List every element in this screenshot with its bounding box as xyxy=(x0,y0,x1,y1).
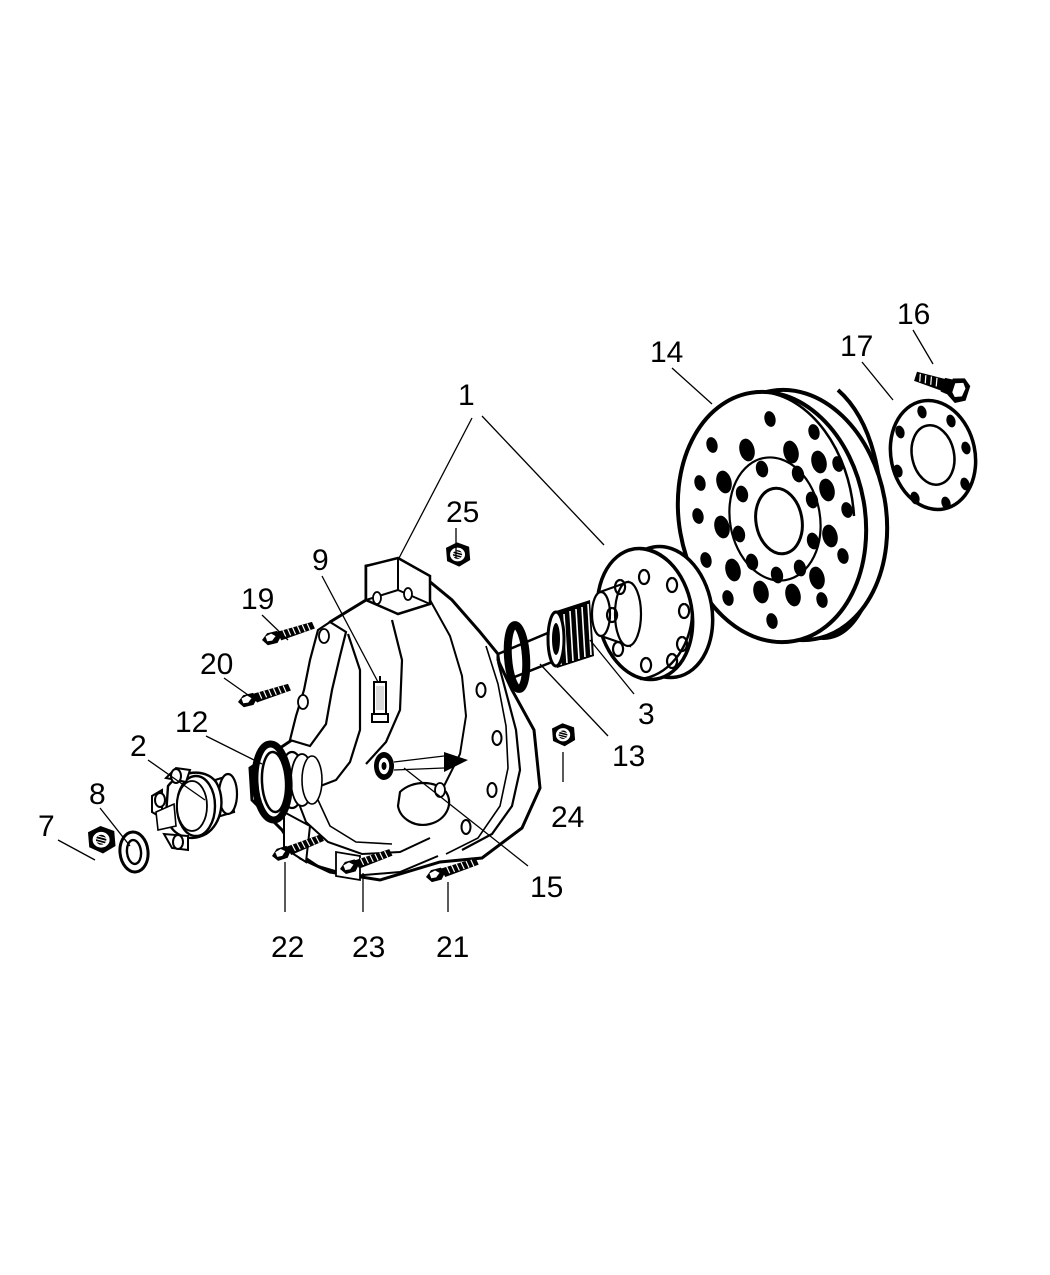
leader-line-3 xyxy=(589,639,635,695)
callout-label-8: 8 xyxy=(89,778,106,811)
leader-line-12 xyxy=(205,735,263,765)
leader-line-9 xyxy=(321,575,379,683)
callout-label-14: 14 xyxy=(650,336,684,369)
callout-label-1: 1 xyxy=(458,379,475,412)
part-o-ring-seal xyxy=(503,621,531,693)
part-fill-plug xyxy=(374,752,468,780)
callout-label-20: 20 xyxy=(200,648,234,681)
callout-label-9: 9 xyxy=(312,544,329,577)
part-oil-seal xyxy=(251,740,293,824)
leader-line-8 xyxy=(99,807,131,847)
leader-line-7 xyxy=(57,839,96,861)
callout-label-7: 7 xyxy=(38,810,55,843)
callout-label-19: 19 xyxy=(241,583,275,616)
callout-label-21: 21 xyxy=(436,931,470,964)
leader-line-15 xyxy=(403,767,529,867)
part-bolt-drum-retainer xyxy=(914,371,971,404)
callout-label-12: 12 xyxy=(175,706,209,739)
leader-line-17 xyxy=(861,361,894,401)
callout-label-15: 15 xyxy=(530,871,564,904)
callout-label-23: 23 xyxy=(352,931,386,964)
leader-line-13 xyxy=(539,663,609,737)
callout-label-2: 2 xyxy=(130,730,147,763)
bearing-collar xyxy=(546,600,594,668)
leader-line-14 xyxy=(671,367,713,405)
callout-label-22: 22 xyxy=(271,931,305,964)
leader-line-1-2 xyxy=(481,415,605,546)
part-yoke-flange xyxy=(151,766,239,852)
callout-label-17: 17 xyxy=(840,330,874,363)
part-vent-breather xyxy=(371,676,389,723)
part-hub-adapter-plate xyxy=(888,398,978,512)
callout-label-3: 3 xyxy=(638,698,655,731)
leader-line-16 xyxy=(912,329,934,365)
part-brake-drum xyxy=(675,387,890,645)
callout-label-13: 13 xyxy=(612,740,646,773)
callout-label-25: 25 xyxy=(446,496,480,529)
leader-line-20 xyxy=(223,677,259,703)
part-axle-housing xyxy=(248,556,542,882)
callout-label-16: 16 xyxy=(897,298,931,331)
callout-leader-lines xyxy=(57,329,934,912)
callout-label-24: 24 xyxy=(551,801,585,834)
leader-line-2 xyxy=(147,759,206,801)
leader-line-19 xyxy=(261,614,289,641)
leader-line-1 xyxy=(397,417,473,561)
